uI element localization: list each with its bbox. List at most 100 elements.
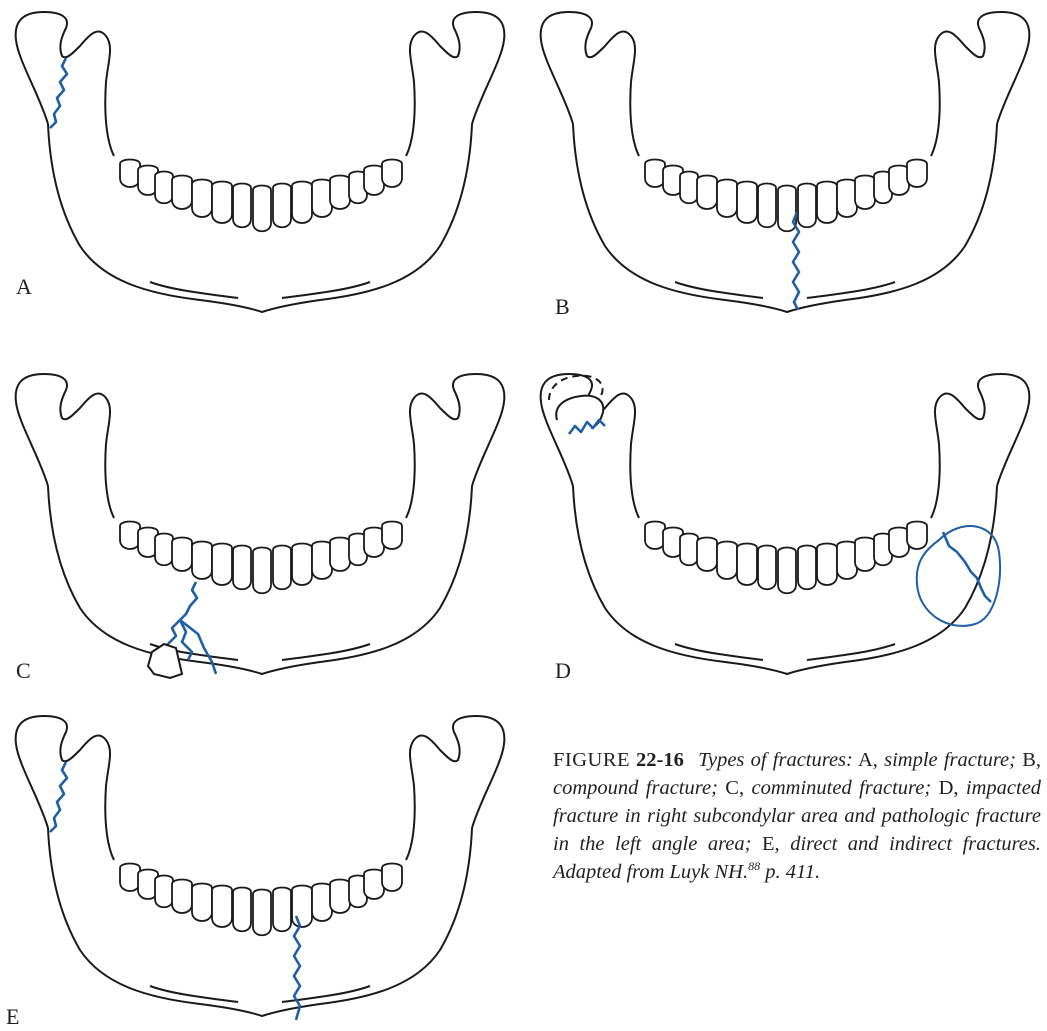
tooth: [233, 888, 251, 932]
tooth: [192, 884, 212, 922]
tooth: [680, 172, 698, 204]
caption-text-c: comminuted fracture;: [752, 777, 932, 799]
tooth: [172, 538, 192, 572]
tooth: [737, 182, 757, 224]
mandible-contour: [150, 986, 238, 1002]
figure-number: 22-16: [636, 749, 684, 771]
tooth: [737, 544, 757, 586]
caption-letter-c: C,: [725, 777, 744, 799]
tooth: [364, 528, 384, 558]
tooth: [907, 160, 927, 188]
tooth: [172, 880, 192, 914]
mandible-contour: [807, 282, 895, 298]
mandible-contour: [282, 282, 370, 298]
tooth: [907, 522, 927, 550]
tooth: [212, 182, 232, 224]
tooth: [330, 176, 350, 210]
caption-letter-d: D,: [939, 777, 959, 799]
panel-label-c: C: [16, 660, 31, 682]
mandible-outline: [541, 374, 1030, 674]
dental-arch: [645, 522, 927, 594]
caption-letter-a: A,: [858, 749, 878, 771]
mandible-contour: [282, 644, 370, 660]
mandible-diagram-a: [0, 0, 520, 320]
tooth: [697, 176, 717, 210]
mandible-contour: [675, 644, 763, 660]
caption-intro: Types of fractures:: [698, 749, 853, 771]
tooth: [192, 542, 212, 580]
direct-fracture-line-body: [294, 916, 300, 1020]
panel-label-d: D: [555, 660, 571, 682]
dental-arch: [120, 160, 402, 232]
tooth: [233, 546, 251, 590]
tooth: [155, 172, 173, 204]
tooth: [778, 548, 796, 594]
panel-label-b: B: [555, 296, 570, 318]
mandible-contour: [150, 282, 238, 298]
tooth: [192, 180, 212, 218]
tooth: [817, 182, 837, 224]
mandible-contour: [16, 374, 505, 674]
mandible-diagram-d: [525, 362, 1045, 682]
tooth: [837, 542, 857, 580]
tooth: [312, 542, 332, 580]
panel-c: C: [0, 362, 520, 682]
tooth: [120, 522, 140, 550]
tooth: [697, 538, 717, 572]
tooth: [758, 546, 776, 590]
mandible-outline: [16, 374, 505, 674]
tooth: [758, 184, 776, 228]
tooth: [253, 548, 271, 594]
figure-word: FIGURE: [553, 749, 630, 771]
tooth: [717, 180, 737, 218]
tooth: [382, 160, 402, 188]
mandible-outline: [541, 12, 1030, 312]
caption-text-b: compound fracture;: [553, 777, 718, 799]
pathologic-lesion-outline: [917, 526, 1000, 626]
mandible-diagram-c: [0, 362, 520, 682]
mandible-outline: [16, 12, 505, 312]
dental-arch: [645, 160, 927, 232]
tooth: [120, 864, 140, 892]
figure-caption: FIGURE 22-16 Types of fractures: A, simpl…: [553, 746, 1041, 886]
panel-d: D: [525, 362, 1045, 682]
tooth: [233, 184, 251, 228]
fracture-line-right-ramus: [50, 58, 67, 128]
mandible-contour: [807, 644, 895, 660]
mandible-outline: [16, 716, 505, 1016]
tooth: [292, 544, 312, 586]
tooth: [312, 884, 332, 922]
mandible-diagram-b: [525, 0, 1045, 320]
reference-superscript: 88: [748, 859, 760, 873]
tooth: [717, 542, 737, 580]
bone-fragment: [148, 644, 182, 678]
mandible-contour: [675, 282, 763, 298]
tooth: [273, 184, 291, 228]
tooth: [212, 544, 232, 586]
caption-text-a: simple fracture;: [884, 749, 1016, 771]
caption-letter-b: B,: [1022, 749, 1041, 771]
tooth: [364, 870, 384, 900]
tooth: [120, 160, 140, 188]
tooth: [645, 160, 665, 188]
indirect-fracture-line-ramus: [50, 762, 67, 832]
mandible-contour: [16, 716, 505, 1016]
tooth: [680, 534, 698, 566]
panel-b: B: [525, 0, 1045, 320]
mandible-diagram-e: [0, 704, 520, 1024]
tooth: [837, 180, 857, 218]
tooth: [889, 166, 909, 196]
tooth: [645, 522, 665, 550]
tooth: [273, 888, 291, 932]
tooth: [312, 180, 332, 218]
caption-letter-e: E,: [762, 833, 780, 855]
mandible-contour: [541, 12, 1030, 312]
page-reference: p. 411.: [765, 861, 820, 883]
tooth: [382, 522, 402, 550]
tooth: [172, 176, 192, 210]
tooth: [382, 864, 402, 892]
panel-label-e: E: [6, 1006, 19, 1028]
tooth: [253, 890, 271, 936]
tooth: [364, 166, 384, 196]
tooth: [155, 876, 173, 908]
